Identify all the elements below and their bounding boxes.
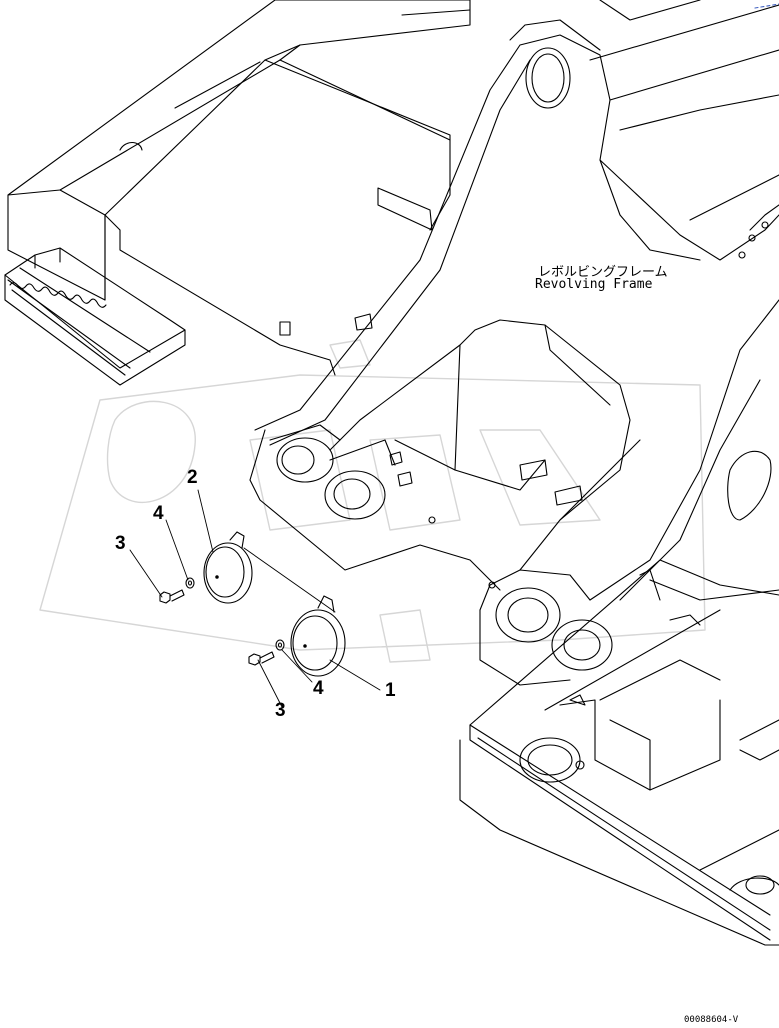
leader-1: [329, 659, 381, 691]
callout-4-lower: 4: [313, 678, 324, 699]
watermark-logo: [39, 339, 706, 663]
left-platform: [7, 0, 471, 376]
lower-deck: [459, 559, 779, 946]
leader-3-upper: [129, 549, 163, 598]
leader-lines: [129, 489, 381, 708]
boom-bracket: [254, 0, 779, 446]
leader-4-lower: [281, 649, 313, 683]
step-ladder: [4, 247, 186, 386]
drawing-number: 00088604-V: [684, 1015, 739, 1025]
callout-1: 1: [385, 680, 396, 701]
frame-body: [249, 319, 641, 591]
leader-2: [197, 489, 214, 553]
cover-part-2-drawing: [203, 531, 253, 604]
callout-4-upper: 4: [153, 503, 164, 524]
leader-4-upper: [165, 519, 189, 581]
callout-3-lower: 3: [275, 700, 286, 721]
frame-label-english: Revolving Frame: [535, 277, 653, 292]
leader-3-lower: [257, 659, 283, 708]
dashed-ref-line: [754, 3, 779, 9]
frame-label-japanese: レボルビングフレーム: [538, 265, 668, 280]
bracket-link: [243, 547, 336, 613]
callout-3-upper: 3: [115, 533, 126, 554]
right-frame-section: [479, 299, 779, 686]
callout-2: 2: [187, 467, 198, 488]
bolt-set-upper: [159, 577, 195, 604]
bolt-set-lower: [248, 639, 285, 666]
